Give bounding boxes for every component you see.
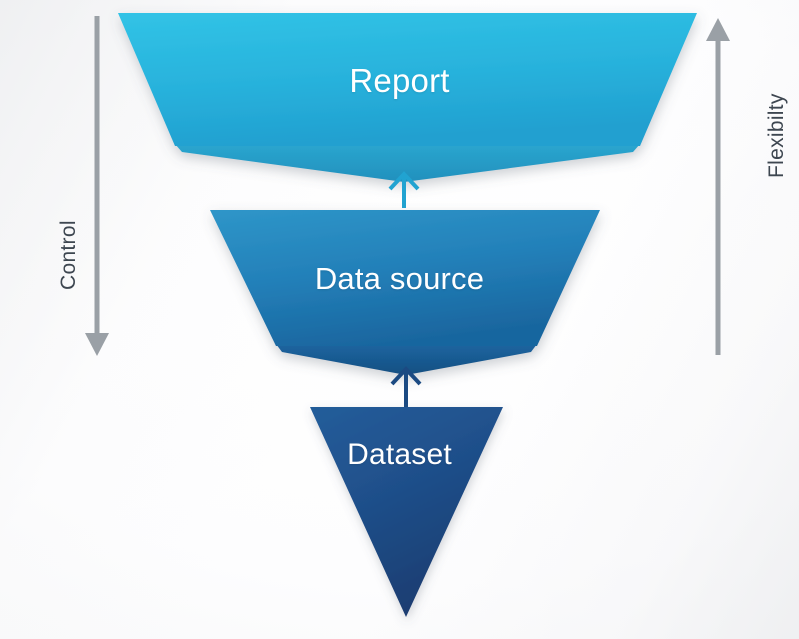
stage-data-source-label: Data source [314, 261, 485, 296]
stage-report-face [118, 13, 697, 146]
axis-control-arrowhead [85, 333, 109, 356]
stage-data-source[interactable] [210, 210, 600, 375]
stage-report-underface [175, 144, 640, 182]
stage-data-source-face [210, 210, 600, 346]
stage-report[interactable] [118, 13, 697, 182]
axis-flexibility-label: Flexibilty [765, 93, 788, 178]
stage-data-source-underface [276, 344, 537, 375]
axis-flexibility-arrowhead [706, 18, 730, 41]
stage-dataset-face [310, 407, 503, 617]
stage-dataset-label: Dataset [347, 438, 452, 471]
axis-control [85, 16, 109, 356]
stage-report-label: Report [349, 62, 450, 99]
stage-dataset[interactable] [310, 407, 503, 617]
connector-data-source-to-report [388, 171, 420, 208]
axis-flexibility [706, 18, 730, 355]
connector-dataset-to-data-source [390, 366, 422, 407]
axis-control-label: Control [57, 220, 80, 290]
